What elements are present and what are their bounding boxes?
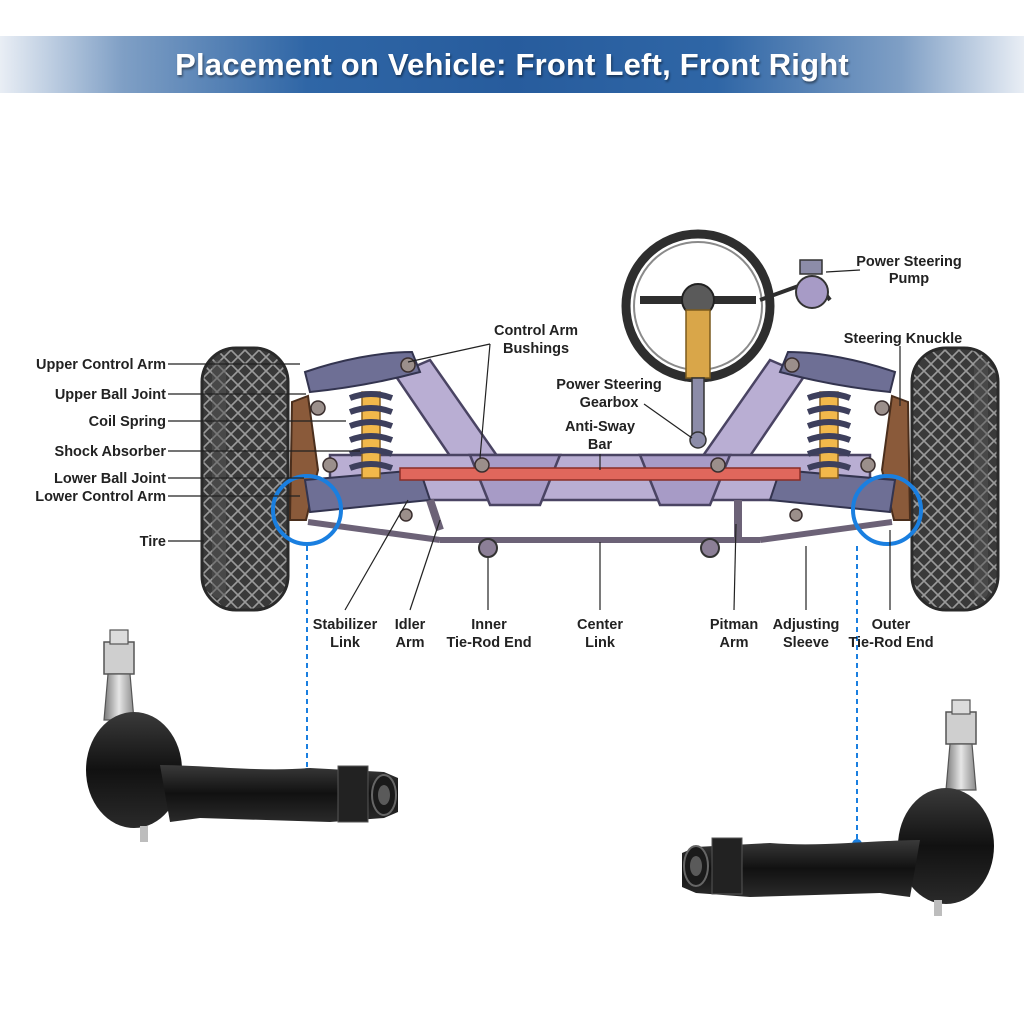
- label-adjusting-sleeve-2: Sleeve: [783, 635, 829, 651]
- anti-sway-bar: [399, 467, 801, 481]
- label-center-link-1: Center: [577, 617, 623, 633]
- page-title: Placement on Vehicle: Front Left, Front …: [175, 46, 849, 82]
- right-tie-rod-end-part: [682, 699, 994, 916]
- label-outer-tie-rod-end-2: Tie-Rod End: [848, 635, 933, 651]
- label-pitman-arm-1: Pitman: [710, 617, 758, 633]
- steering-column: [685, 309, 711, 449]
- label-inner-tie-rod-end-1: Inner: [471, 617, 507, 633]
- label-lower-ball-joint: Lower Ball Joint: [54, 471, 166, 487]
- right-outer-tie-rod-highlight: [851, 474, 923, 546]
- label-power-steering-pump-2: Pump: [889, 271, 929, 287]
- left-outer-tie-rod-highlight: [271, 474, 343, 546]
- right-tie-rod: [759, 519, 893, 543]
- label-power-steering-gearbox-1: Power Steering: [556, 377, 662, 393]
- label-anti-sway-bar-1: Anti-Sway: [565, 419, 635, 435]
- label-control-arm-bushings-1: Control Arm: [494, 323, 578, 339]
- left-upper-control-arm: [303, 350, 422, 394]
- label-lower-control-arm: Lower Control Arm: [35, 489, 166, 505]
- left-tie-rod: [307, 519, 441, 543]
- label-upper-ball-joint: Upper Ball Joint: [55, 387, 166, 403]
- label-anti-sway-bar-2: Bar: [588, 437, 613, 453]
- label-idler-arm-1: Idler: [395, 617, 426, 633]
- label-stabilizer-link-2: Link: [330, 635, 361, 651]
- left-tire: [200, 346, 290, 612]
- label-adjusting-sleeve-1: Adjusting: [773, 617, 840, 633]
- right-inner-tie-rod-end: [700, 538, 720, 558]
- left-coil-spring: [348, 391, 394, 479]
- label-outer-tie-rod-end-1: Outer: [872, 617, 911, 633]
- right-lower-control-arm: [768, 468, 897, 514]
- label-steering-knuckle: Steering Knuckle: [844, 331, 962, 347]
- power-steering-pump: [759, 259, 832, 309]
- label-pitman-arm-2: Arm: [719, 635, 748, 651]
- label-stabilizer-link-1: Stabilizer: [313, 617, 378, 633]
- label-tire: Tire: [140, 534, 166, 550]
- label-shock-absorber: Shock Absorber: [55, 444, 167, 460]
- title-banner: Placement on Vehicle: Front Left, Front …: [0, 36, 1024, 93]
- label-idler-arm-2: Arm: [395, 635, 424, 651]
- left-tie-rod-end-part: [86, 629, 398, 842]
- label-control-arm-bushings-2: Bushings: [503, 341, 569, 357]
- left-inner-tie-rod-end: [478, 538, 498, 558]
- bolts: [310, 357, 890, 522]
- label-center-link-2: Link: [585, 635, 616, 651]
- right-upper-control-arm: [778, 350, 897, 394]
- right-tire: [910, 346, 1000, 612]
- right-coil-spring: [806, 391, 852, 479]
- leader-lines: [168, 269, 901, 611]
- label-upper-control-arm: Upper Control Arm: [36, 357, 166, 373]
- label-power-steering-gearbox-2: Gearbox: [580, 395, 639, 411]
- label-inner-tie-rod-end-2: Tie-Rod End: [446, 635, 531, 651]
- label-power-steering-pump-1: Power Steering: [856, 254, 962, 270]
- label-coil-spring: Coil Spring: [89, 414, 166, 430]
